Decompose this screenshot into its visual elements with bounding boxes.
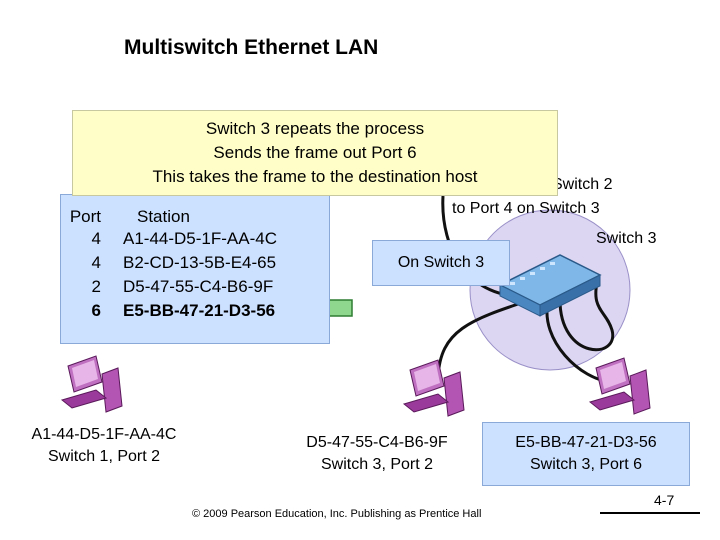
callout-line: This takes the frame to the destination … [152,167,478,186]
table-row-port-highlighted: 6 [91,301,101,320]
host-a1-label: A1-44-D5-1F-AA-4C Switch 1, Port 2 [6,424,202,468]
page-number: 4-7 [654,492,675,508]
table-row-port: 4 [91,253,101,272]
page-title: Multiswitch Ethernet LAN [124,36,379,59]
callout-line: Switch 3 repeats the process [205,119,425,138]
table-row-port: 4 [91,229,101,248]
cable-loop [558,277,615,352]
cable-to-host-d5 [436,298,531,379]
table-row-station: B2-CD-13-5B-E4-65 [123,253,277,272]
table-header-port: Port [69,207,101,226]
host-location: Switch 1, Port 2 [47,448,161,465]
network-switch-icon [498,254,602,317]
host-d5-label: D5-47-55-C4-B6-9F Switch 3, Port 2 [282,432,472,476]
host-mac: A1-44-D5-1F-AA-4C [31,426,177,443]
route-text-port: to Port 4 on Switch 3 [452,200,600,217]
table-row-station-highlighted: E5-BB-47-21-D3-56 [123,301,276,320]
table-header-station: Station [137,207,190,226]
host-location: Switch 3, Port 2 [320,456,434,473]
footer-copyright: © 2009 Pearson Education, Inc. Publishin… [192,508,482,520]
host-mac: E5-BB-47-21-D3-56 [515,434,657,451]
callout-box: Switch 3 repeats the process Sends the f… [72,110,558,196]
host-mac: D5-47-55-C4-B6-9F [306,434,448,451]
on-switch3-label: On Switch 3 [372,240,510,286]
table-row-station: D5-47-55-C4-B6-9F [123,277,274,296]
callout-line: Sends the frame out Port 6 [213,143,417,162]
route-text-switch2: Switch 2 [552,176,613,193]
computer-icon [402,359,465,417]
host-e5-label: E5-BB-47-21-D3-56 Switch 3, Port 6 [482,422,690,486]
host-location: Switch 3, Port 6 [529,456,643,473]
table-row-station: A1-44-D5-1F-AA-4C [123,229,277,248]
computer-icon [60,355,123,413]
footer-rule [600,512,700,514]
switch3-label: Switch 3 [596,230,657,247]
table-row-port: 2 [91,277,101,296]
computer-icon [588,357,651,415]
switch-table: Port Station 4 A1-44-D5-1F-AA-4C 4 B2-CD… [60,194,330,344]
